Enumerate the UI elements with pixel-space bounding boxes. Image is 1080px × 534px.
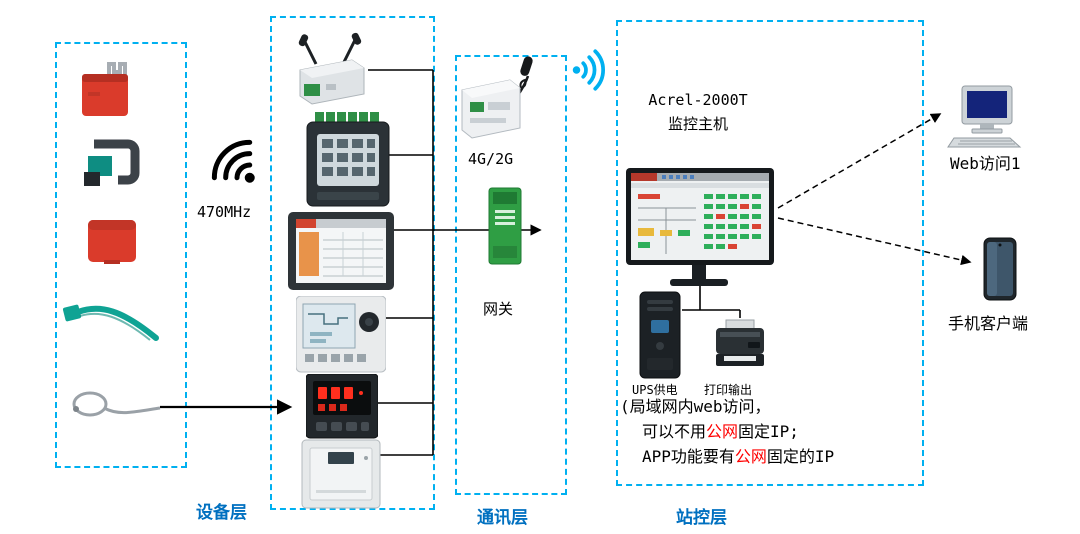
station-layer-label: 站控层 [676,508,727,528]
power-quality-meter [295,295,387,374]
smartphone [982,236,1018,302]
host-title-line1: Acrel-2000T [648,91,748,109]
host-title: Acrel-2000T 监控主机 [630,88,766,136]
touch-hmi [288,212,394,294]
note-text: 固定的IP [766,447,835,466]
cellular-label: 4G/2G [468,150,514,168]
note-line-2: 可以不用公网固定IP; [620,419,834,444]
cellular-modem-4g [458,50,558,146]
probe-wire-sensor [64,382,164,430]
note-text: (局域网内web访问， [620,397,771,416]
host-title-line2: 监控主机 [667,115,728,133]
radio-waves-470-icon [192,120,283,211]
lan-access-note: (局域网内web访问， 可以不用公网固定IP; APP功能要有公网固定的IP [620,394,834,469]
wall-mounted-terminal [300,438,382,510]
note-line-3: APP功能要有公网固定的IP [620,444,834,469]
device-layer-box [270,16,435,510]
printer-label: 打印输出 [704,383,753,397]
note-text: 固定IP; [738,422,799,441]
note-text-red: 公网 [734,447,767,466]
busbar-temp-sensor [76,60,134,120]
surface-temp-sensor [84,216,140,266]
sensor-layer-box [55,42,187,468]
radio-waves-uplink-icon [566,46,614,94]
laser-printer [712,318,768,372]
note-text: APP功能要有 [642,447,735,466]
note-text-red: 公网 [706,422,739,441]
ups-label: UPS供电 [632,383,678,397]
mobile-client-label: 手机客户端 [948,314,1029,333]
monitor-workstation [626,168,776,290]
multifunction-power-meter [305,110,391,208]
desktop-computer [946,84,1030,150]
comm-layer-box [455,55,567,495]
device-layer-label: 设备层 [196,503,247,523]
note-text: 可以不用 [642,422,707,441]
freq-label: 470MHz [197,203,252,221]
comm-layer-label: 通讯层 [477,508,528,528]
web-access-label: Web访问1 [950,154,1021,173]
clamp-temp-sensor [80,132,146,194]
cable-tie-temp-sensor [60,296,162,348]
note-line-1: (局域网内web访问， [620,394,834,419]
led-display-meter [305,373,379,440]
ups-tower [638,290,682,380]
gateway-label: 网关 [483,300,514,318]
wireless-transceiver [292,32,372,108]
gateway-module [486,186,524,266]
